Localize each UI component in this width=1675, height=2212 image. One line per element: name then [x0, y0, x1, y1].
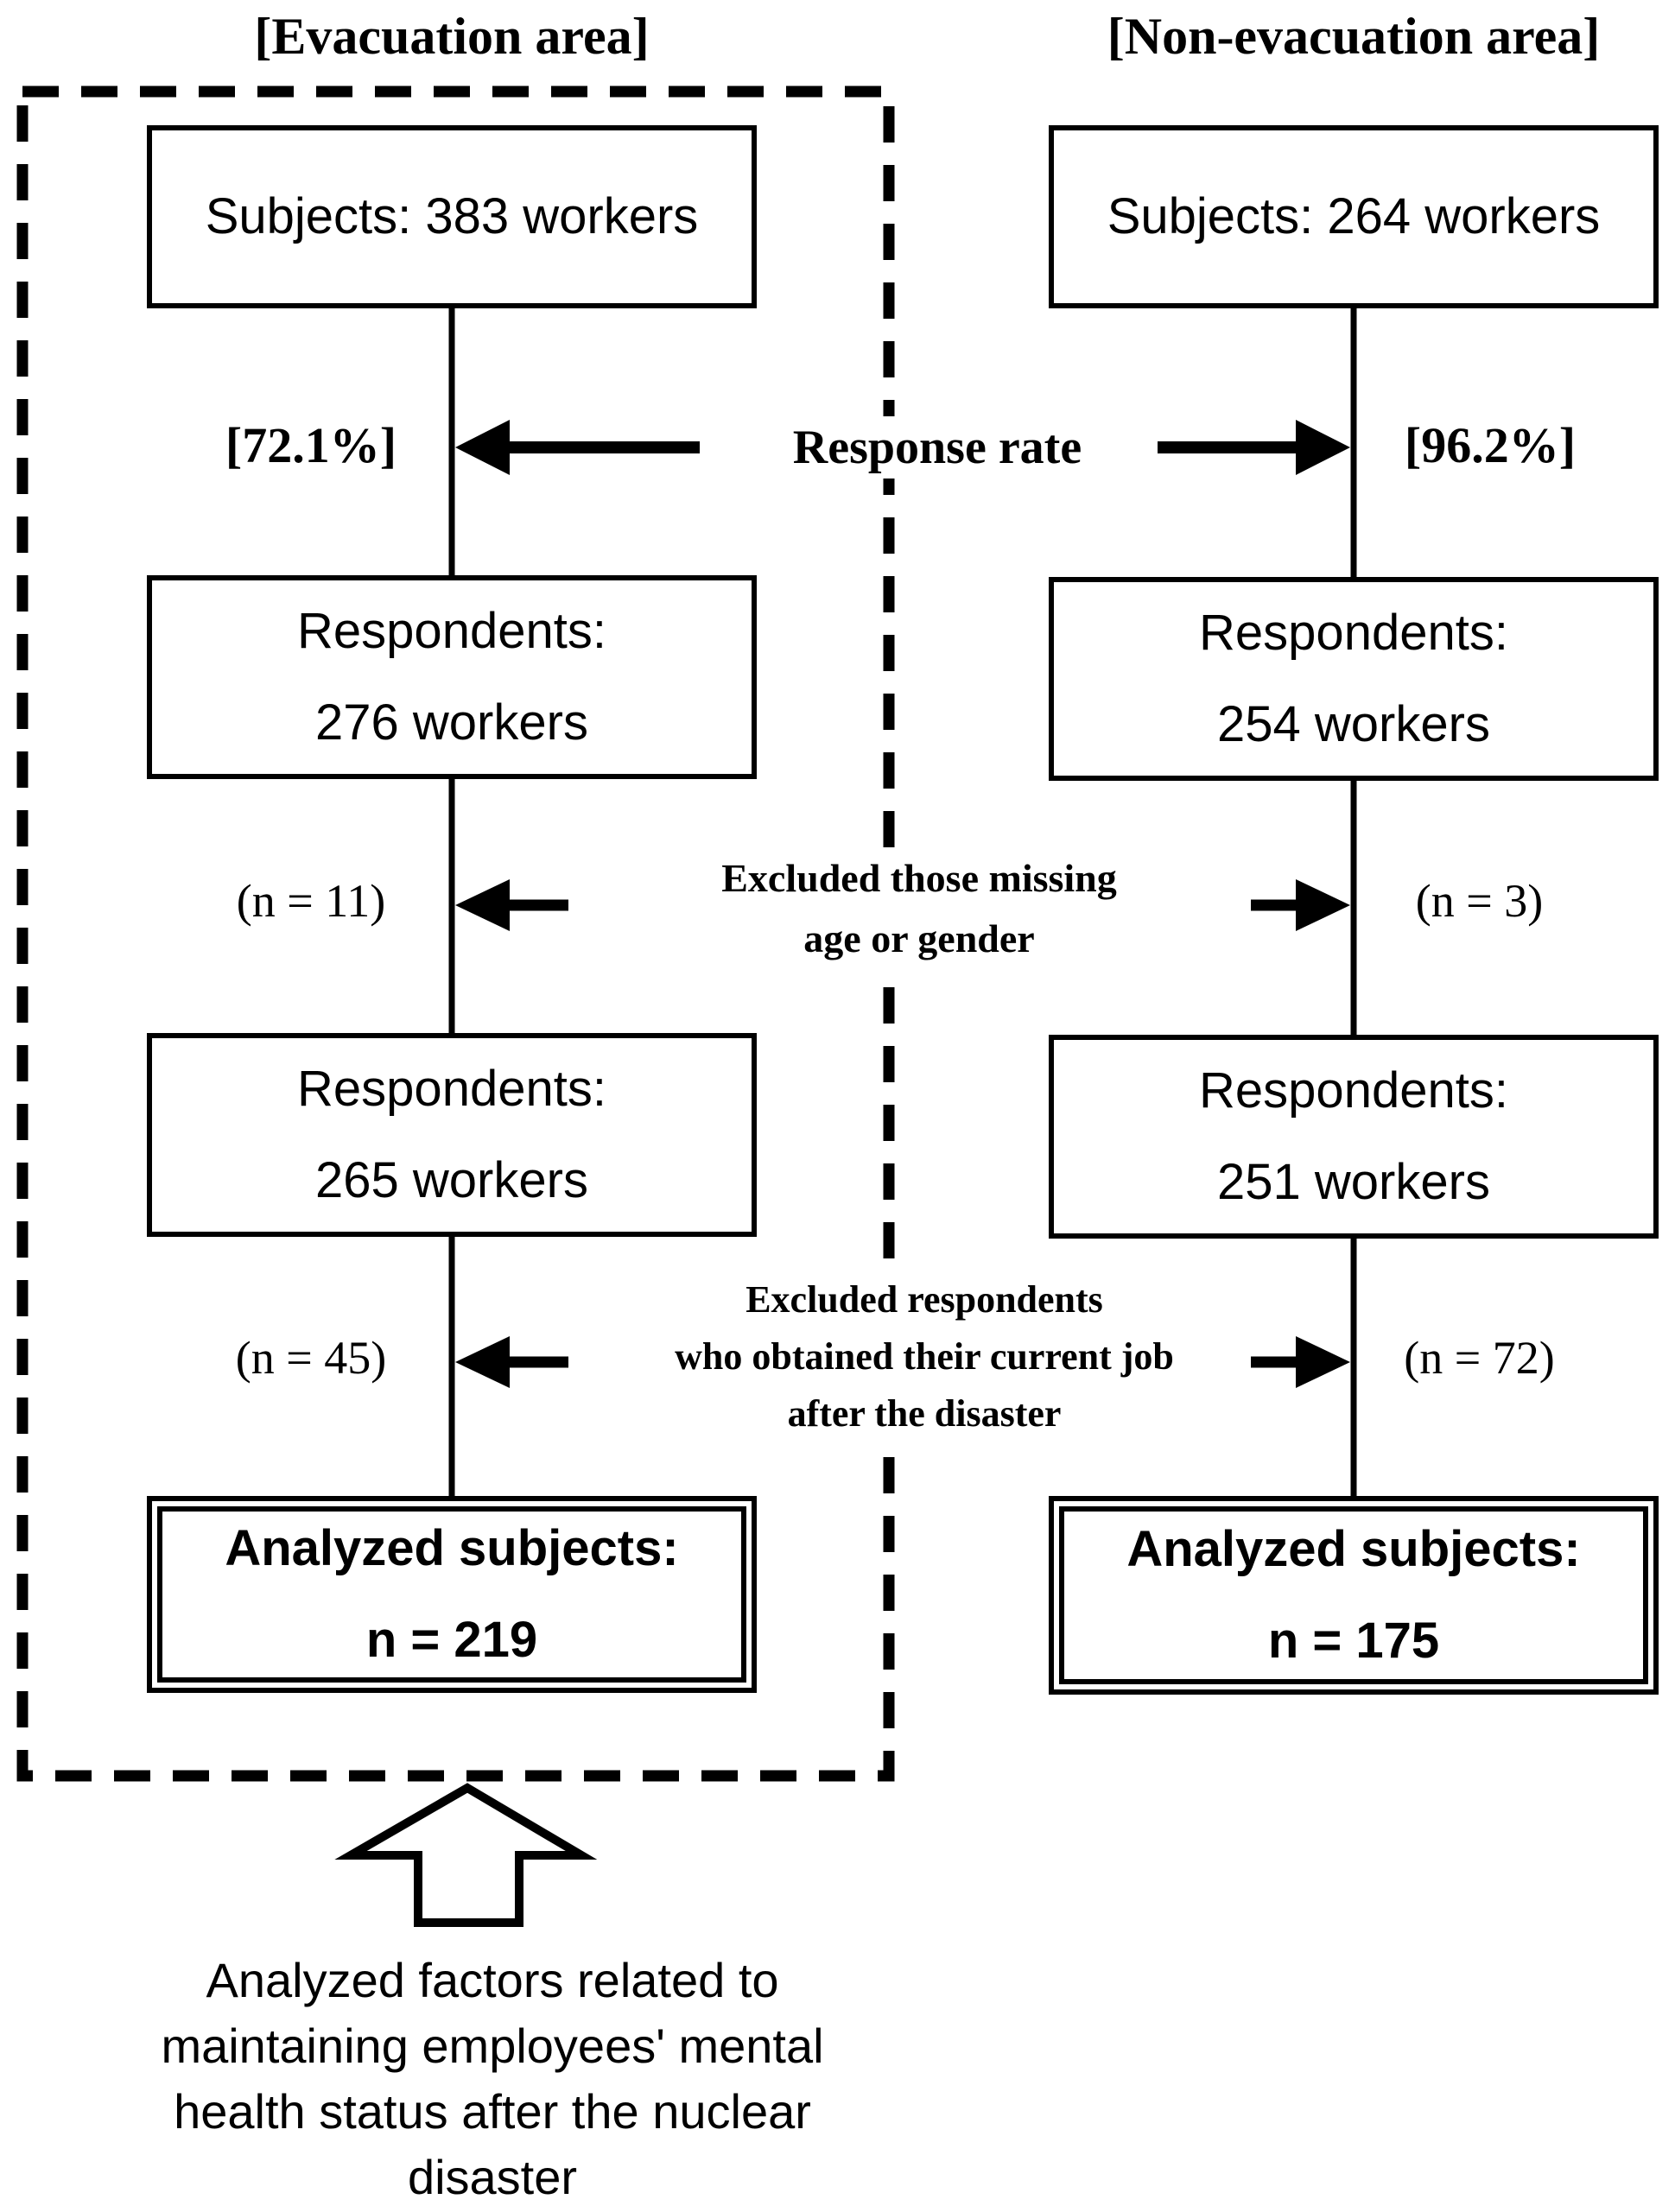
analyzed-box-non-evacuation: Analyzed subjects: n = 175 — [1049, 1496, 1659, 1695]
box-text: Respondents: — [297, 1061, 606, 1117]
arrow-left-icon — [455, 420, 700, 475]
subjects-box-evacuation: Subjects: 383 workers — [147, 125, 757, 308]
arrow-right-icon — [1251, 1336, 1350, 1388]
caption-line: disaster — [407, 2150, 578, 2204]
respondents-box-1-non-evacuation: Respondents: 254 workers — [1049, 577, 1659, 781]
box-text: n = 175 — [1267, 1613, 1440, 1669]
response-rate-label: Response rate — [765, 416, 1110, 479]
box-text: Respondents: — [297, 603, 606, 659]
caption-line: health status after the nuclear — [174, 2084, 811, 2139]
evacuation-area-header: [Evacuation area] — [254, 8, 650, 65]
caption-line: maintaining employees' mental — [161, 2019, 824, 2073]
caption-line: Analyzed factors related to — [206, 1953, 779, 2007]
subjects-box-non-evacuation: Subjects: 264 workers — [1049, 125, 1659, 308]
excluded-1-label: Excluded those missing age or gender — [682, 848, 1157, 969]
respondents-box-1-evacuation: Respondents: 276 workers — [147, 575, 757, 779]
response-rate-value-non-evacuation: [96.2%] — [1404, 417, 1577, 473]
analyzed-box-evacuation: Analyzed subjects: n = 219 — [147, 1496, 757, 1693]
arrow-right-icon — [1251, 879, 1350, 931]
box-text: Respondents: — [1199, 1062, 1508, 1119]
box-text: 254 workers — [1217, 696, 1490, 752]
arrow-right-icon — [1158, 420, 1350, 475]
respondents-box-2-non-evacuation: Respondents: 251 workers — [1049, 1035, 1659, 1239]
box-text: Respondents: — [1199, 605, 1508, 661]
excluded-2-n-evacuation: (n = 45) — [235, 1332, 387, 1384]
analysis-caption: Analyzed factors related to maintaining … — [104, 1948, 881, 2210]
response-rate-value-evacuation: [72.1%] — [225, 417, 397, 473]
up-arrow-icon — [334, 1783, 598, 1927]
excluded-2-label: Excluded respondents who obtained their … — [622, 1271, 1227, 1442]
non-evacuation-area-header: [Non-evacuation area] — [1107, 8, 1601, 65]
excluded-1-n-non-evacuation: (n = 3) — [1415, 875, 1544, 927]
box-text: Subjects: 383 workers — [205, 188, 699, 244]
box-text: Analyzed subjects: — [1126, 1521, 1581, 1577]
respondents-box-2-evacuation: Respondents: 265 workers — [147, 1033, 757, 1237]
box-text: n = 219 — [365, 1612, 538, 1668]
box-text: Subjects: 264 workers — [1107, 188, 1601, 244]
box-text: 276 workers — [315, 694, 588, 751]
arrow-left-icon — [455, 879, 568, 931]
excluded-1-n-evacuation: (n = 11) — [236, 875, 386, 927]
box-text: 265 workers — [315, 1152, 588, 1208]
box-text: Analyzed subjects: — [225, 1520, 679, 1576]
arrow-left-icon — [455, 1336, 568, 1388]
excluded-2-n-non-evacuation: (n = 72) — [1404, 1332, 1555, 1384]
box-text: 251 workers — [1217, 1154, 1490, 1210]
